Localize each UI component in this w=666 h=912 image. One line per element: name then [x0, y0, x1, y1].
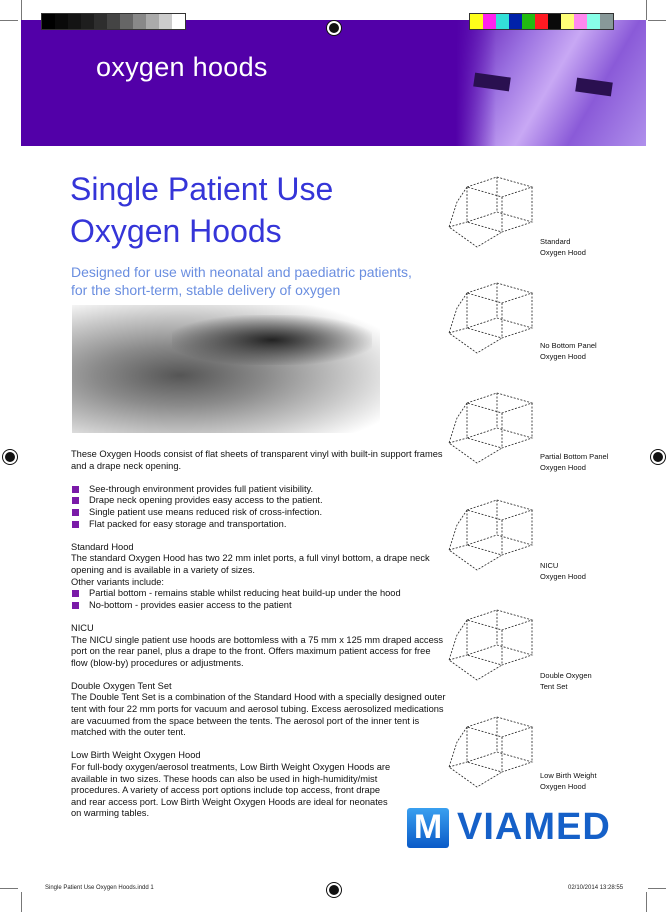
hood-label-line: Oxygen Hood [540, 463, 586, 472]
section-text: The Double Tent Set is a combination of … [71, 692, 446, 738]
list-item: See-through environment provides full pa… [71, 484, 446, 496]
color-swatch [483, 14, 496, 29]
color-swatch [561, 14, 574, 29]
section-text: The NICU single patient use hoods are bo… [71, 634, 444, 668]
feature-list: See-through environment provides full pa… [71, 484, 446, 530]
section-heading: Standard Hood [71, 541, 134, 552]
hood-label-line: Oxygen Hood [540, 572, 586, 581]
color-swatch [107, 14, 120, 29]
list-item: Partial bottom - remains stable whilst r… [71, 588, 446, 600]
hood-label-line: Double Oxygen [540, 671, 592, 680]
hood-drawing [447, 388, 537, 468]
list-item: Drape neck opening provides easy access … [71, 495, 446, 507]
title-line: Single Patient Use [70, 171, 334, 207]
section-text: For full-body oxygen/aerosol treatments,… [71, 762, 391, 819]
color-swatch [496, 14, 509, 29]
hood-drawing [447, 495, 537, 575]
hood-label-line: Standard [540, 237, 571, 246]
crop-mark [646, 0, 647, 20]
hood-label-line: Tent Set [540, 682, 568, 691]
color-swatch [146, 14, 159, 29]
subtitle-line: for the short-term, stable delivery of o… [71, 282, 341, 298]
registration-mark [651, 450, 665, 464]
title-line: Oxygen Hoods [70, 213, 282, 249]
footer-timestamp: 02/10/2014 13:28:55 [568, 885, 624, 891]
header-photo [456, 20, 646, 146]
color-swatch [133, 14, 146, 29]
hood-label-line: Oxygen Hood [540, 352, 586, 361]
hood-drawing [447, 605, 537, 685]
color-swatch [548, 14, 561, 29]
hood-label-line: Low Birth Weight [540, 771, 597, 780]
registration-mark [327, 883, 341, 897]
color-swatch [587, 14, 600, 29]
color-swatch [94, 14, 107, 29]
hood-label: NICU Oxygen Hood [540, 560, 640, 582]
color-swatch [68, 14, 81, 29]
color-swatch [535, 14, 548, 29]
section-heading: Double Oxygen Tent Set [71, 680, 172, 691]
color-swatch [509, 14, 522, 29]
color-swatch [81, 14, 94, 29]
subtitle: Designed for use with neonatal and paedi… [71, 263, 412, 299]
section-text: The standard Oxygen Hood has two 22 mm i… [71, 553, 430, 575]
hood-drawing [447, 172, 537, 252]
crop-mark [648, 20, 666, 21]
color-swatch [120, 14, 133, 29]
header-title: oxygen hoods [96, 52, 268, 82]
hood-label-line: NICU [540, 561, 559, 570]
logo-mark-icon: M [407, 807, 449, 848]
section-heading: Low Birth Weight Oxygen Hood [71, 750, 201, 761]
color-swatch [42, 14, 55, 29]
baby-photo [72, 305, 380, 433]
color-swatch [172, 14, 185, 29]
body-text: These Oxygen Hoods consist of flat sheet… [71, 449, 446, 832]
hood-drawing [447, 278, 537, 358]
list-item: No-bottom - provides easier access to th… [71, 600, 446, 612]
crop-mark [648, 888, 666, 889]
crop-mark [21, 892, 22, 912]
logo-text: VIAMED [457, 806, 611, 848]
section-text: Other variants include: [71, 576, 165, 587]
hood-label-line: Oxygen Hood [540, 248, 586, 257]
crop-mark [646, 892, 647, 912]
registration-mark [327, 21, 341, 35]
footer-filename: Single Patient Use Oxygen Hoods.indd 1 [45, 885, 154, 891]
hood-drawing [447, 712, 537, 792]
hood-label-line: Partial Bottom Panel [540, 452, 609, 461]
hood-label-line: Oxygen Hood [540, 782, 586, 791]
page-title: Single Patient Use Oxygen Hoods [70, 168, 333, 252]
color-swatch [470, 14, 483, 29]
color-swatch [55, 14, 68, 29]
color-swatch [159, 14, 172, 29]
gray-color-bar [41, 13, 186, 30]
registration-mark [3, 450, 17, 464]
section-heading: NICU [71, 622, 94, 633]
subtitle-line: Designed for use with neonatal and paedi… [71, 264, 412, 280]
header-band: oxygen hoods [21, 20, 646, 146]
list-item: Flat packed for easy storage and transpo… [71, 519, 446, 531]
color-swatch [574, 14, 587, 29]
color-swatch [522, 14, 535, 29]
list-item: Single patient use means reduced risk of… [71, 507, 446, 519]
variant-list: Partial bottom - remains stable whilst r… [71, 588, 446, 611]
cmyk-color-bar [469, 13, 614, 30]
crop-mark [0, 888, 18, 889]
color-swatch [600, 14, 613, 29]
crop-mark [21, 0, 22, 20]
crop-mark [0, 20, 18, 21]
viamed-logo: M VIAMED [407, 806, 611, 849]
intro-text: These Oxygen Hoods consist of flat sheet… [71, 449, 443, 471]
hood-label-line: No Bottom Panel [540, 341, 597, 350]
